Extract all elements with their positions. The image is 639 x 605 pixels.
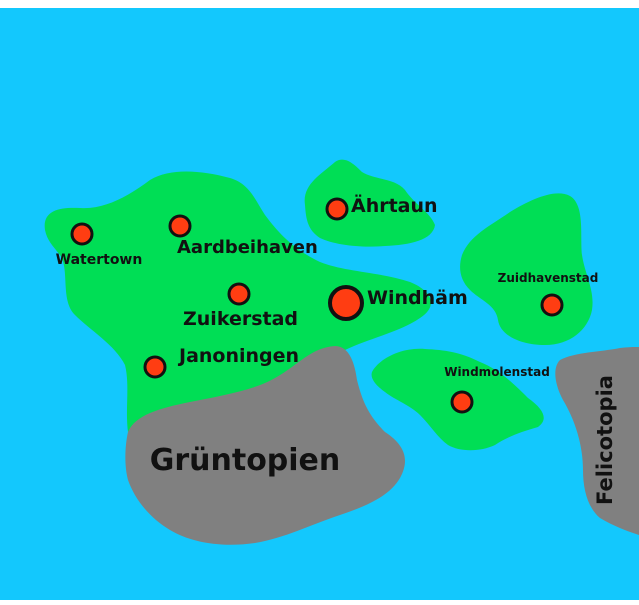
top-margin [0,0,639,8]
city-watertown[interactable]: Watertown [56,222,143,268]
city-marker-icon[interactable] [325,197,349,221]
city-label: Windmolenstad [444,365,550,379]
city-marker-icon[interactable] [540,293,564,317]
city-janoningen[interactable]: Janoningen [143,345,299,379]
city-zuidhavenstad[interactable]: Zuidhavenstad [498,271,599,317]
capital-marker-icon[interactable] [328,285,364,321]
city-marker-icon[interactable] [70,222,94,246]
city-label: Windhäm [367,287,468,309]
city-label: Janoningen [177,345,299,367]
city-aardbeihaven[interactable]: Aardbeihaven [168,214,318,258]
city-marker-icon[interactable] [450,390,474,414]
city-label: Ährtaun [351,193,438,217]
city-marker-icon[interactable] [143,355,167,379]
region-label-felicotopia: Felicotopia [593,375,617,505]
city-zuikerstad[interactable]: Zuikerstad [183,282,298,330]
region-gruntopien [125,346,405,545]
city-marker-icon[interactable] [227,282,251,306]
city-label: Zuidhavenstad [498,271,599,285]
city-label: Watertown [56,252,143,268]
city-marker-icon[interactable] [168,214,192,238]
city-windham-capital[interactable]: Windhäm [328,285,468,321]
region-felicotopia [555,347,639,535]
city-windmolenstad[interactable]: Windmolenstad [444,365,550,414]
city-ahrtaun[interactable]: Ährtaun [325,193,438,221]
city-label: Aardbeihaven [177,237,318,258]
ahrtaun-island [304,159,435,247]
city-label: Zuikerstad [183,308,298,330]
region-label-gruntopien: Grüntopien [150,443,341,478]
